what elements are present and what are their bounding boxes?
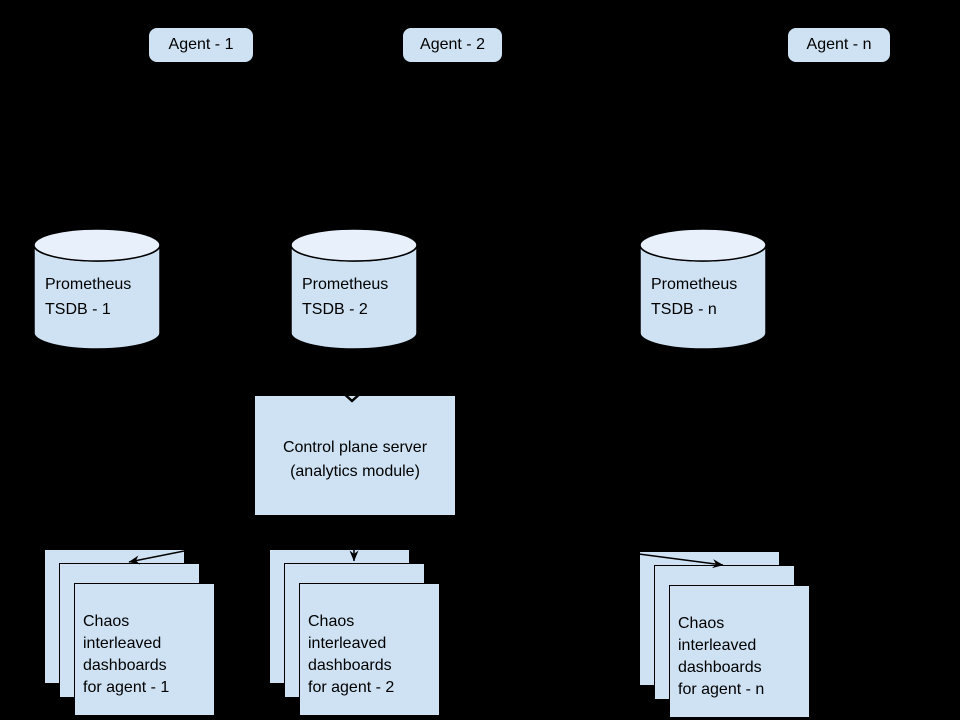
- control-plane-label-line1: Control plane server: [282, 439, 428, 456]
- dashboard-stack-2: Chaos interleaved dashboards for agent -…: [269, 549, 443, 718]
- cylinder-shape: [290, 228, 418, 350]
- tsdb-1-label: Prometheus TSDB - 1: [45, 276, 132, 318]
- tsdb-n-label: Prometheus TSDB - n: [651, 276, 738, 318]
- dashboards-2-label: Chaos: [308, 613, 355, 630]
- cylinder-top: [639, 228, 767, 262]
- agent-n-label: Agent - n: [806, 36, 872, 53]
- dashboards-n-label: Chaos: [678, 615, 725, 632]
- cylinder-shape: [33, 228, 161, 350]
- tsdb-2-label: Prometheus TSDB - 2: [302, 276, 389, 318]
- dashboard-stack-1: Chaos interleaved dashboards for agent -…: [44, 549, 218, 718]
- node-agent-1: Agent - 1: [148, 27, 254, 63]
- cylinder-top: [33, 228, 161, 262]
- cylinder-shape: [639, 228, 767, 350]
- agent-1-label: Agent - 1: [168, 36, 234, 53]
- dashboards-1-label: Chaos: [83, 613, 130, 630]
- node-agent-2: Agent - 2: [402, 27, 503, 63]
- node-control-plane-server: Control plane server (analytics module): [254, 395, 456, 516]
- stack-2-card-front: Chaos interleaved dashboards for agent -…: [299, 583, 440, 716]
- node-prometheus-tsdb-2: Prometheus TSDB - 2: [290, 228, 418, 350]
- dashboard-stack-n: Chaos interleaved dashboards for agent -…: [639, 551, 813, 720]
- control-plane-label-line2: (analytics module): [290, 463, 420, 480]
- stack-1-card-front: Chaos interleaved dashboards for agent -…: [74, 583, 215, 716]
- cylinder-top: [290, 228, 418, 262]
- node-prometheus-tsdb-1: Prometheus TSDB - 1: [33, 228, 161, 350]
- agent-2-label: Agent - 2: [420, 36, 485, 53]
- node-agent-n: Agent - n: [787, 27, 891, 63]
- node-prometheus-tsdb-n: Prometheus TSDB - n: [639, 228, 767, 350]
- stack-n-card-front: Chaos interleaved dashboards for agent -…: [669, 585, 810, 718]
